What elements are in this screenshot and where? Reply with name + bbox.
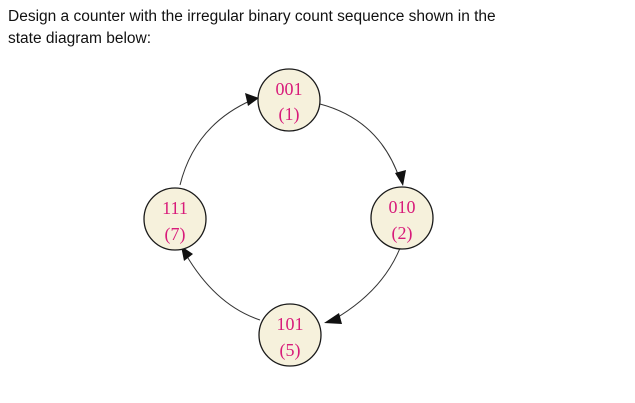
problem-line-1: Design a counter with the irregular bina…: [8, 8, 496, 25]
problem-statement: Design a counter with the irregular bina…: [8, 6, 623, 50]
transition-010-to-101: [332, 242, 403, 321]
state-code-label: 001: [276, 79, 303, 99]
state-decimal-label: (2): [392, 223, 413, 244]
state-code-label: 111: [162, 198, 188, 218]
state-node-010: 010 (2): [370, 186, 434, 250]
transition-111-to-001: [179, 99, 253, 186]
state-decimal-label: (1): [279, 104, 300, 125]
state-decimal-label: (7): [165, 224, 186, 245]
state-node-111: 111 (7): [143, 187, 207, 251]
state-node-001: 001 (1): [257, 68, 321, 132]
problem-line-2: state diagram below:: [8, 30, 152, 47]
state-node-101: 101 (5): [258, 303, 322, 367]
arrowhead-001-to-010: [395, 170, 406, 186]
state-code-label: 010: [389, 197, 416, 217]
transition-101-to-111: [184, 252, 261, 321]
state-decimal-label: (5): [280, 340, 301, 361]
arrowhead-010-to-101: [324, 313, 342, 324]
arrowhead-101-to-111: [181, 246, 193, 261]
transition-001-to-010: [319, 103, 401, 181]
state-code-label: 101: [277, 314, 304, 334]
arrowhead-111-to-001: [245, 93, 259, 106]
